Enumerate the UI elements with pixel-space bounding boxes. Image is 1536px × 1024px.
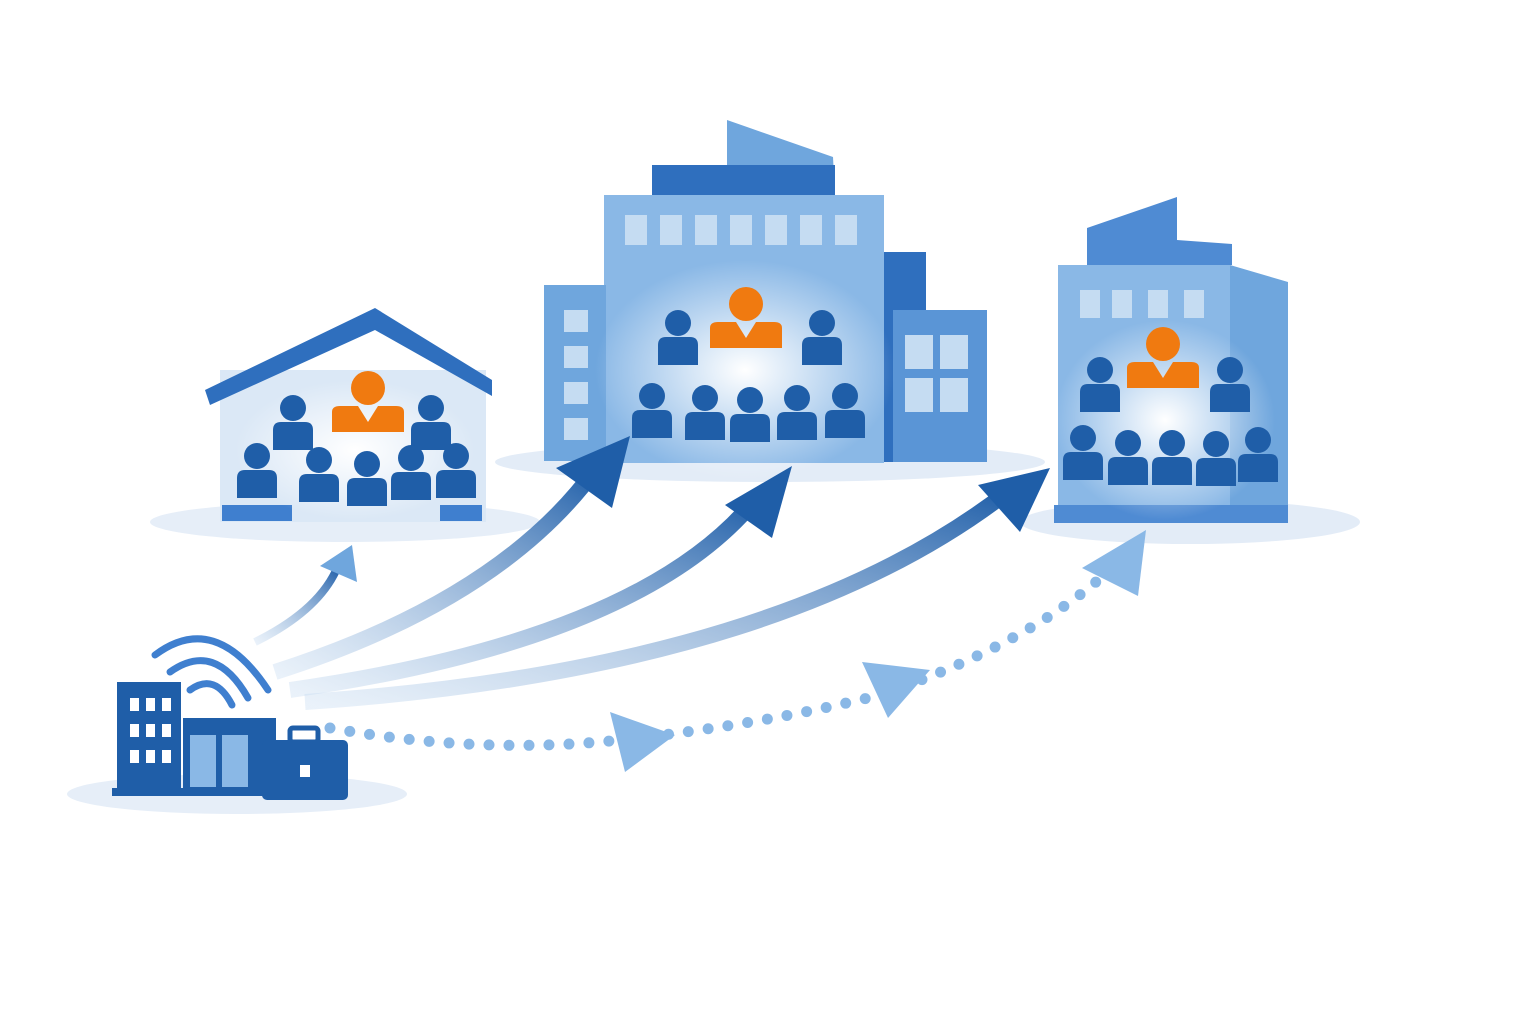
dotted-arrow (324, 530, 1146, 772)
solid-arrow (272, 436, 630, 680)
source-cluster (112, 635, 348, 800)
office-building-icon (112, 682, 282, 796)
office-building-icon (1054, 197, 1288, 523)
solid-arrow (288, 466, 792, 698)
house-icon (205, 308, 492, 522)
briefcase-icon (262, 725, 348, 800)
office-tower-icon (544, 120, 987, 480)
solid-arrow (304, 468, 1050, 710)
wifi-signal-icon (151, 635, 272, 709)
solid-arrow (253, 545, 357, 646)
